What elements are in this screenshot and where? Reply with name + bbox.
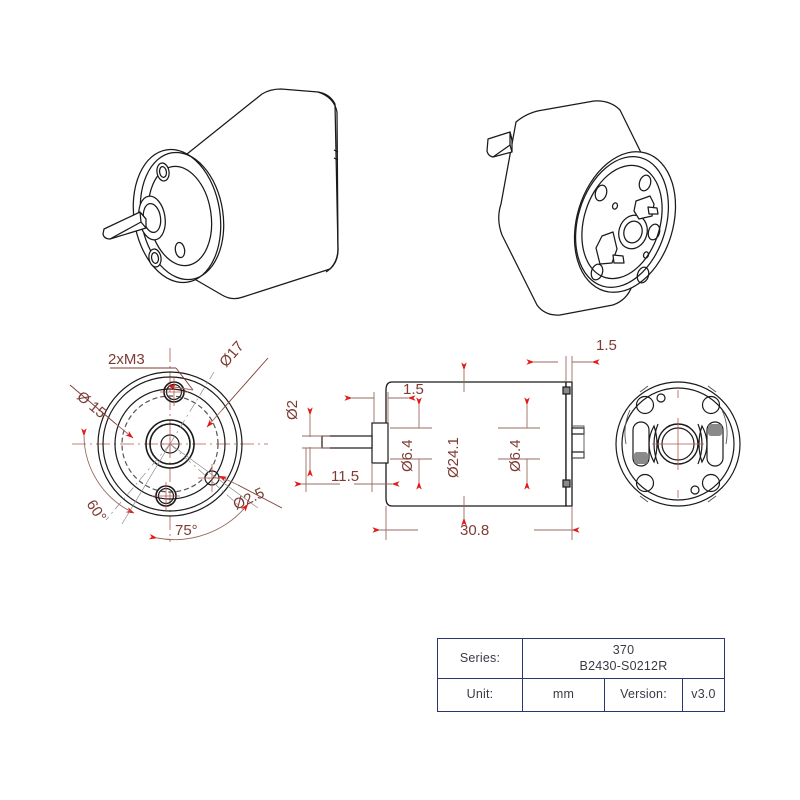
isometric-front-view	[102, 88, 339, 300]
front-view-construction-lines	[105, 371, 245, 521]
dim-shaft-dia: Ø2	[284, 400, 301, 420]
side-view-body	[385, 381, 573, 507]
series-value-line2: B2430-S0212R	[579, 658, 668, 673]
side-view-dimension-lines	[294, 356, 600, 540]
version-value: v3.0	[682, 679, 724, 711]
front-view-hole-centermarks	[152, 378, 226, 510]
dim-flange-dia: Ø17	[216, 338, 247, 371]
title-block: Series: 370 B2430-S0212R Unit: mm Versio…	[437, 638, 725, 712]
title-block-row-series: Series: 370 B2430-S0212R	[438, 639, 724, 679]
dim-boss-dia-rear: Ø6.4	[507, 439, 524, 472]
dim-body-dia: Ø24.1	[445, 437, 462, 478]
dim-angle-75: 75°	[175, 522, 198, 539]
front-view-angle-dimensions	[81, 428, 259, 541]
series-label: Series:	[459, 650, 501, 665]
series-value-line1: 370	[612, 643, 635, 658]
dim-terminal-offset: 1.5	[596, 337, 617, 354]
dim-2xM3: 2xM3	[108, 351, 145, 368]
series-value: 370 B2430-S0212R	[522, 639, 724, 679]
dim-boss-dia-front: Ø6.4	[399, 439, 416, 472]
dim-shaft-length: 11.5	[331, 468, 359, 485]
front-view-dimension-leaders	[69, 357, 283, 509]
unit-label: Unit:	[466, 687, 494, 702]
dim-collar-width: 1.5	[403, 381, 424, 398]
isometric-rear-view	[486, 100, 677, 316]
version-label: Version:	[604, 679, 682, 711]
title-block-row-unit: Unit: mm Version: v3.0	[438, 678, 724, 711]
dim-angle-60: 60°	[83, 497, 110, 525]
rear-view-centerlines	[652, 390, 704, 498]
dim-total-length: 30.8	[460, 522, 489, 539]
unit-value: mm	[522, 679, 604, 711]
side-view-details	[321, 386, 585, 488]
dim-pin-hole: Ø2.5	[231, 484, 268, 513]
